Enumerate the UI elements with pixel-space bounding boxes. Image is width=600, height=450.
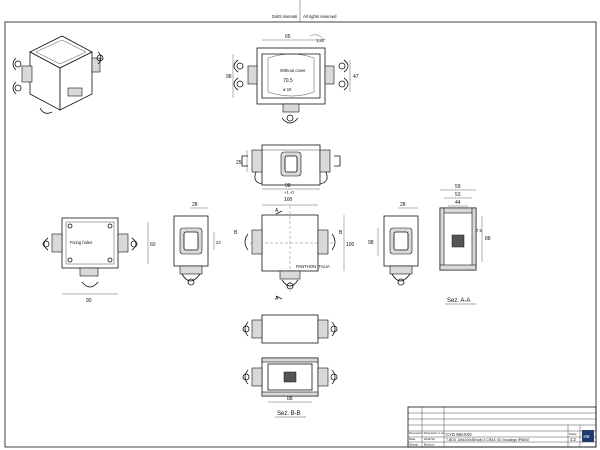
dim-section-53: 53 [455, 192, 461, 198]
logo-badge [582, 430, 594, 442]
dim-top-inner: 70,5 [283, 78, 293, 84]
dim-center-height: 100 [346, 242, 355, 248]
section-mark-a-top: A [275, 208, 279, 214]
top-view-without-cover: Without cover 70,5 ø 10 65 1,80° 98 47 [226, 34, 359, 124]
title-block: Dimensioni / Dimensions in mm Date 2011/… [407, 406, 597, 448]
title-row3-value: Bordoni [424, 443, 435, 447]
label-section-aa: Sez. A-A [447, 298, 470, 304]
dim-section-44: 44 [455, 200, 461, 206]
title-code: CYG 96AXX0 [446, 432, 472, 437]
dim-section-59: 59 [455, 184, 461, 190]
section-mark-b-right: B [339, 230, 343, 236]
dim-left-height: 60 [150, 242, 156, 248]
dim-side-right-width: 28 [400, 202, 406, 208]
dim-top-angle: 1,80° [316, 38, 326, 43]
section-mark-a-bottom: A [275, 296, 279, 302]
logo-text: ITE [584, 434, 591, 439]
front-view-lower [242, 314, 338, 344]
sheet-border [4, 21, 597, 448]
dim-front-top-width: 98 [285, 183, 291, 189]
title-row2-label: Date [409, 437, 416, 441]
front-view-upper: 25 98 +1 -0 [236, 144, 341, 195]
dim-bottom-width: 88 [287, 396, 293, 402]
dim-top-diameter: ø 10 [283, 87, 292, 92]
side-view-left: 28 24 [173, 202, 221, 286]
title-row1-label: Dimensioni / Dimensions in mm [409, 431, 445, 435]
label-section-bb: Sez. B-B [277, 411, 301, 417]
scale-value: 1:2 [570, 437, 576, 442]
dim-left-width: 90 [86, 298, 92, 304]
copyright-left: Diritti riservati [272, 14, 297, 19]
brand-mark: PANTHON ITALIA [296, 264, 330, 269]
dim-top-right-height: 47 [353, 74, 359, 80]
side-view-right: 28 98 [368, 202, 419, 286]
dim-front-top-height: 25 [236, 160, 242, 166]
dim-section-88: 88 [485, 236, 491, 242]
section-a-a: 59 53 44 7,5 88 Sez. A-A [439, 184, 491, 305]
copyright-right: All rights reserved [303, 14, 337, 19]
dim-side-right-height: 98 [368, 240, 374, 246]
center-main-view: PANTHON ITALIA 100 100 A A B B [234, 197, 355, 302]
title-row3-label: Disegn. [409, 443, 419, 447]
dim-front-top-width-sub: +1 -0 [284, 190, 294, 195]
dim-top-left-height: 98 [226, 74, 232, 80]
title-row2-value: 2011/10 [424, 437, 435, 441]
label-without-cover: Without cover [280, 68, 306, 73]
dim-center-width: 100 [284, 197, 293, 203]
scale-label: Scale [569, 432, 577, 436]
dim-section-75: 7,5 [476, 228, 482, 233]
isometric-view [12, 35, 104, 114]
section-mark-b-left: B [234, 230, 238, 236]
dim-side-left-height: 24 [216, 240, 221, 245]
title-description: T-BOX 100x100x58 with 3 CRAX 03 / housin… [446, 438, 530, 442]
bottom-view-fixing-holes: Fixing holes 60 90 [42, 217, 156, 304]
label-fixing-holes: Fixing holes [70, 240, 92, 245]
dim-side-left-width: 28 [192, 202, 198, 208]
section-b-b: 88 Sez. B-B [242, 357, 338, 418]
dim-top-width: 65 [285, 34, 291, 40]
